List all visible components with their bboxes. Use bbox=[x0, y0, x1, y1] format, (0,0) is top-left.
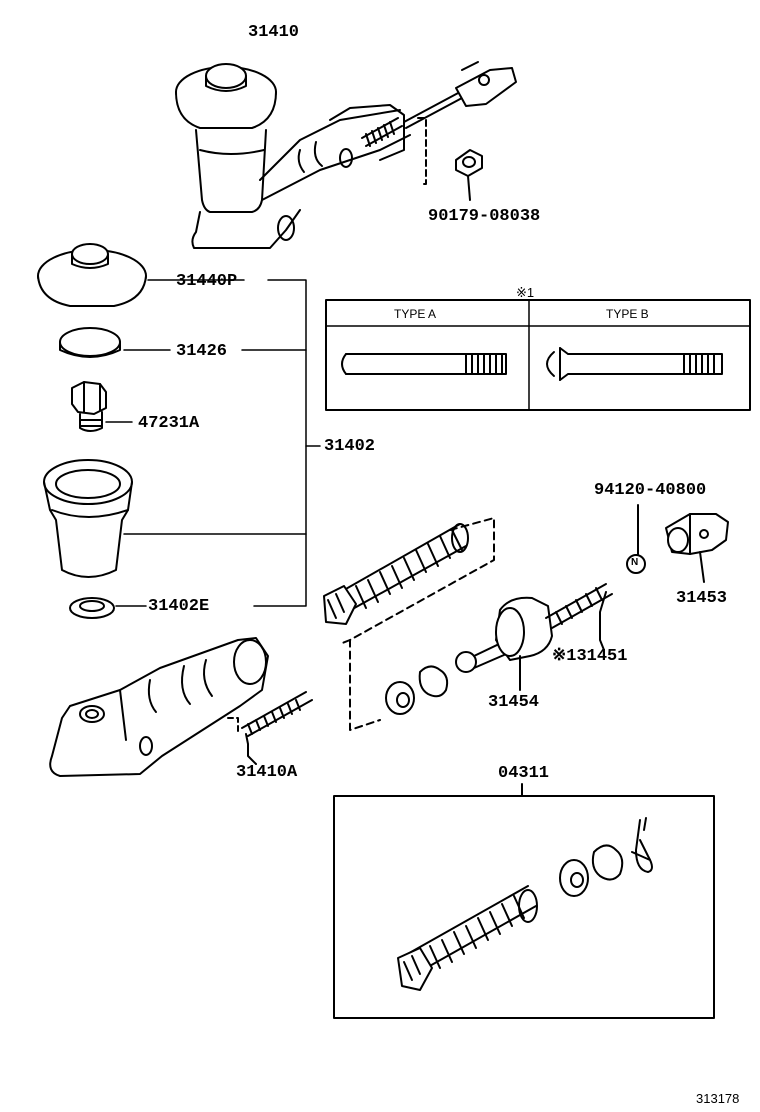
group-bracket-31402 bbox=[105, 279, 321, 607]
reservoir-cap-drawing bbox=[37, 243, 147, 307]
type-b-header: TYPE B bbox=[606, 307, 649, 321]
label-31402: 31402 bbox=[324, 437, 376, 456]
cylinder-body-drawing bbox=[49, 637, 313, 777]
label-31440p: 31440P bbox=[176, 272, 238, 291]
clevis-drawing bbox=[665, 513, 729, 583]
diaphragm-drawing bbox=[59, 327, 121, 358]
type-table-note-mark: ※1 bbox=[516, 285, 535, 300]
type-table-drawing bbox=[325, 299, 751, 411]
repair-kit-drawing bbox=[333, 783, 715, 1019]
seal-ring-drawing bbox=[385, 665, 449, 715]
label-31453: 31453 bbox=[676, 589, 728, 608]
locknut-mark: N bbox=[631, 557, 639, 568]
push-rod-drawing bbox=[455, 583, 613, 691]
label-47231a: 47231A bbox=[138, 414, 200, 433]
label-31402e: 31402E bbox=[148, 597, 210, 616]
diagram-id: 313178 bbox=[696, 1091, 740, 1106]
reservoir-drawing bbox=[43, 459, 133, 578]
label-04311: 04311 bbox=[498, 764, 550, 783]
label-90179-08038: 90179-08038 bbox=[428, 207, 541, 226]
label-31410a: 31410A bbox=[236, 763, 298, 782]
label-31454: 31454 bbox=[488, 693, 540, 712]
label-31426: 31426 bbox=[176, 342, 228, 361]
piston-spring-drawing bbox=[323, 517, 495, 731]
label-31451: ※131451 bbox=[552, 647, 628, 666]
label-31410: 31410 bbox=[248, 23, 300, 42]
type-a-header: TYPE A bbox=[394, 307, 437, 321]
label-94120-40800: 94120-40800 bbox=[594, 481, 707, 500]
union-bolt-drawing bbox=[71, 381, 107, 432]
master-cylinder-assembly-drawing bbox=[175, 61, 517, 249]
grommet-drawing bbox=[69, 597, 115, 619]
locknut-drawing bbox=[626, 504, 646, 574]
